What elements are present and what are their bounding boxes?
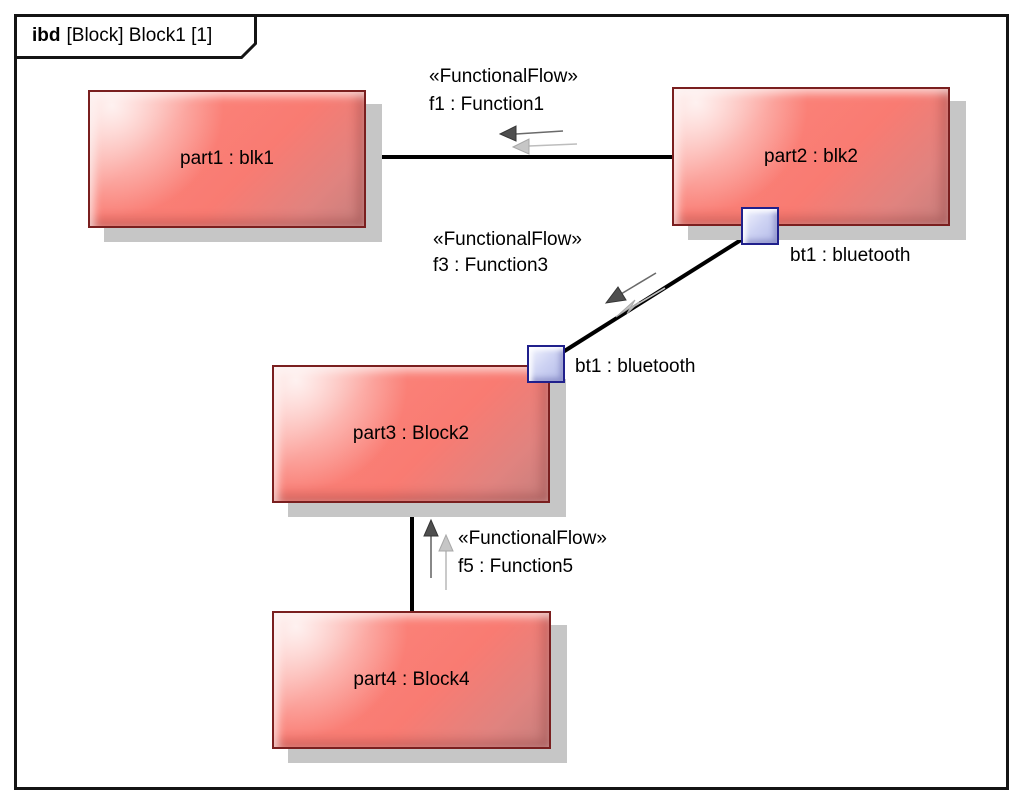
frame-title-tab bbox=[14, 14, 257, 59]
connector-label-f5: «FunctionalFlow» f5 : Function5 bbox=[458, 525, 607, 581]
connector-label-f3: «FunctionalFlow» f3 : Function3 bbox=[433, 227, 582, 279]
block-part3-label: part3 : Block2 bbox=[352, 423, 470, 444]
block-part2[interactable]: part2 : blk2 bbox=[672, 87, 950, 226]
port-bt1-part3[interactable] bbox=[527, 345, 565, 383]
block-part1-label: part1 : blk1 bbox=[180, 148, 274, 169]
port-label-bt1-part2: bt1 : bluetooth bbox=[790, 245, 911, 266]
connector-label-f1: «FunctionalFlow» f1 : Function1 bbox=[429, 63, 578, 119]
connector-f5-stereotype: «FunctionalFlow» bbox=[458, 528, 607, 549]
connector-f1-name: f1 : Function1 bbox=[429, 94, 545, 115]
diagram-kind-label: ibd bbox=[32, 25, 61, 46]
diagram-title-text: [Block] Block1 [1] bbox=[66, 25, 213, 46]
block-part4[interactable]: part4 : Block4 bbox=[272, 611, 551, 749]
block-part3[interactable]: part3 : Block2 bbox=[272, 365, 550, 503]
port-bt1-part2[interactable] bbox=[741, 207, 779, 245]
connector-f3-stereotype: «FunctionalFlow» bbox=[433, 229, 582, 250]
diagram-frame bbox=[14, 14, 1009, 790]
block-part2-label: part2 : blk2 bbox=[764, 145, 858, 167]
connector-f3-name: f3 : Function3 bbox=[433, 255, 549, 276]
connector-f1-stereotype: «FunctionalFlow» bbox=[429, 66, 578, 87]
connector-f5-name: f5 : Function5 bbox=[458, 556, 574, 577]
block-part4-label: part4 : Block4 bbox=[353, 669, 470, 690]
diagram-title: ibd [Block] Block1 [1] bbox=[32, 14, 212, 58]
block-part1[interactable]: part1 : blk1 bbox=[88, 90, 366, 228]
port-label-bt1-part3: bt1 : bluetooth bbox=[575, 356, 696, 377]
frame-tab-shape bbox=[14, 14, 257, 59]
